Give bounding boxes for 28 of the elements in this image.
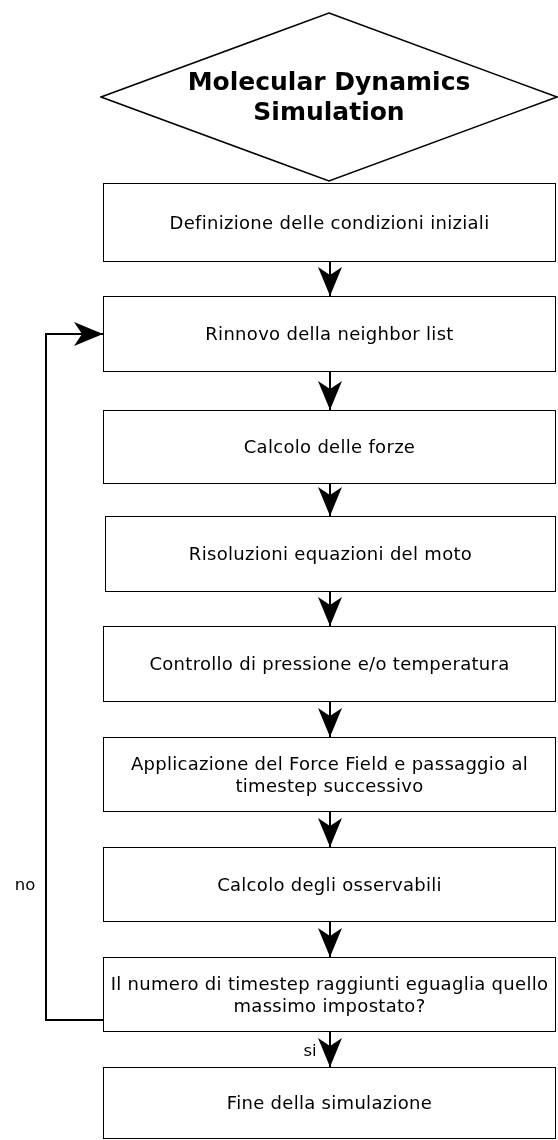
process-box xyxy=(103,847,556,922)
node-text: Molecular Dynamics Simulation xyxy=(186,67,472,127)
node-text: Applicazione del Force Field e passaggio al timestep successivo xyxy=(129,752,530,797)
node-text: Calcolo degli osservabili xyxy=(217,873,442,896)
arrow xyxy=(318,701,342,738)
process-box xyxy=(103,183,556,262)
process-box xyxy=(103,296,556,372)
node-text: Definizione delle condizioni iniziali xyxy=(169,211,490,234)
arrow xyxy=(318,811,342,848)
arrow xyxy=(318,591,342,627)
process-box xyxy=(103,1067,556,1139)
node-text: Il numero di timestep raggiunti eguaglia quello massimo impostato? xyxy=(110,972,549,1017)
process-box xyxy=(103,737,556,812)
process-box xyxy=(103,410,556,484)
arrow xyxy=(318,371,342,411)
arrow xyxy=(318,1031,342,1068)
process-box xyxy=(105,516,556,592)
arrow xyxy=(318,483,342,517)
node-text: Risoluzioni equazioni del moto xyxy=(188,543,473,565)
node-text: Rinnovo della neighbor list xyxy=(205,323,454,345)
arrow xyxy=(45,322,104,1021)
process-box xyxy=(103,626,556,702)
arrow xyxy=(318,921,342,958)
arrow xyxy=(318,261,342,297)
node-text: Controllo di pressione e/o temperatura xyxy=(149,653,510,675)
node-text: Fine della simulazione xyxy=(226,1092,433,1114)
node-text: Calcolo delle forze xyxy=(243,436,416,458)
process-box xyxy=(103,957,556,1032)
